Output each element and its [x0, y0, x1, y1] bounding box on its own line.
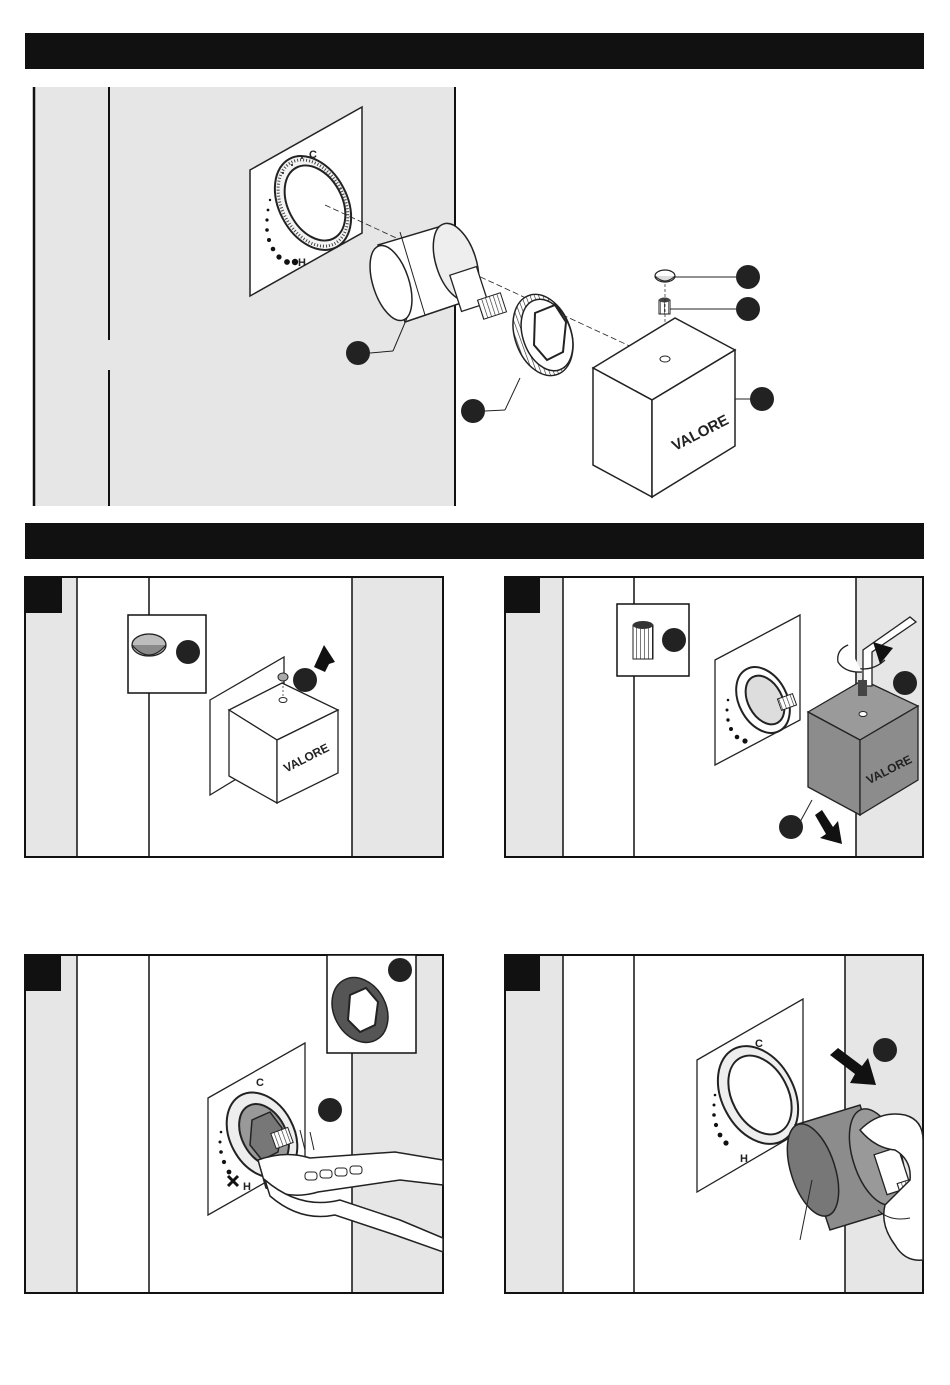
dial-cold-label: C	[755, 1038, 763, 1050]
grub-screw-icon	[633, 625, 653, 659]
step-1-panel: VALORE	[25, 577, 443, 857]
dial-hot-label: H	[740, 1153, 748, 1165]
cap-icon	[655, 270, 675, 282]
dial-cold-label: C	[309, 149, 317, 161]
grub-screw-icon	[659, 298, 670, 315]
dial-cold-label: C	[256, 1077, 264, 1089]
exploded-view: C H	[34, 87, 774, 506]
step-4-panel: C H	[505, 955, 923, 1293]
cap-detail-inset	[128, 615, 206, 693]
step-number-box	[25, 955, 61, 991]
handle-cube-icon: VALORE	[210, 657, 338, 803]
step-3-panel: C H	[25, 955, 443, 1293]
dial-hot-label: H	[243, 1181, 251, 1193]
dial-hot-label: H	[298, 257, 306, 269]
wall-plate-icon	[715, 615, 801, 765]
up-arrow-icon	[314, 645, 335, 672]
step-number-box	[505, 577, 540, 613]
nut-detail-inset	[321, 955, 416, 1053]
retaining-nut-icon	[502, 286, 583, 384]
step-2-panel: VALORE	[505, 577, 923, 857]
down-right-arrow-icon	[815, 810, 842, 844]
step-number-box	[505, 955, 540, 991]
handle-cube-icon: VALORE	[593, 318, 735, 497]
grub-screw-detail-inset	[617, 604, 689, 676]
step-number-box	[25, 577, 62, 613]
